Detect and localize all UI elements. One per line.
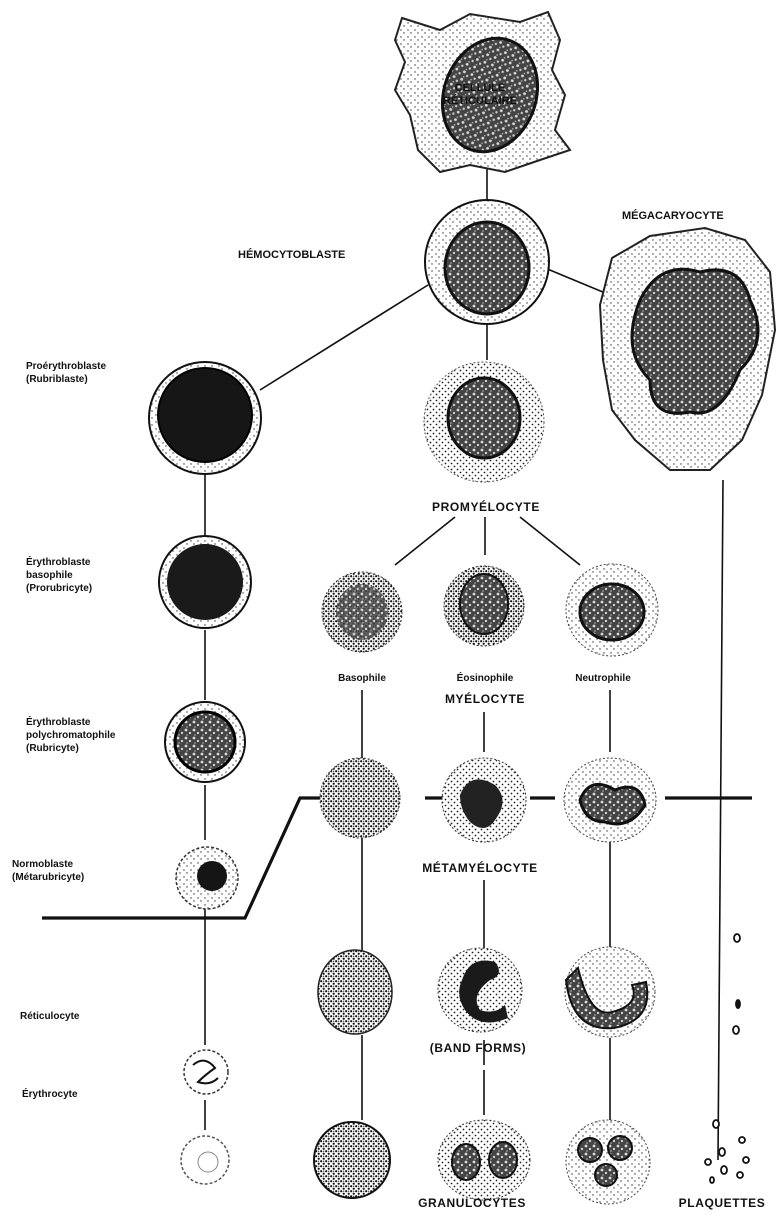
- eosinophil-granulocyte: [438, 1120, 530, 1200]
- neutrophil-granulocyte: [566, 1120, 650, 1204]
- label-erythroblaste-polychromatophile: Érythroblastepolychromatophile(Rubricyte…: [26, 716, 115, 755]
- label-metamyelocyte: MÉTAMYÉLOCYTE: [422, 862, 538, 875]
- label-line: (Rubricyte): [26, 742, 115, 755]
- basophil-myelocyte: [322, 572, 402, 652]
- label-promyelocyte: PROMYÉLOCYTE: [432, 501, 540, 514]
- label-hemocytoblaste: HÉMOCYTOBLASTE: [238, 249, 345, 262]
- label-plaquettes: PLAQUETTES: [679, 1197, 766, 1210]
- megakaryocyte: [600, 228, 775, 470]
- basophil-metamyelocyte: [320, 758, 400, 838]
- label-line: Érythroblaste: [26, 716, 115, 729]
- label-proerythroblaste: Proérythroblaste(Rubriblaste): [26, 360, 106, 386]
- eosinophil-band: [438, 948, 522, 1032]
- label-reticulocyte: Réticulocyte: [20, 1010, 79, 1023]
- platelets: [705, 934, 749, 1183]
- label-myelocyte: MYÉLOCYTE: [445, 693, 525, 706]
- label-band-forms: (BAND FORMS): [430, 1042, 527, 1055]
- promyelocyte-cell: [424, 362, 544, 482]
- normoblast: [176, 847, 238, 909]
- label-line: Proérythroblaste: [26, 360, 106, 373]
- label-granulocytes: GRANULOCYTES: [418, 1197, 526, 1210]
- basophil-granulocyte: [314, 1122, 390, 1198]
- eosinophil-myelocyte: [444, 566, 524, 646]
- label-line: RÉTICULAIRE: [443, 95, 517, 108]
- eosinophil-metamyelocyte: [442, 758, 526, 842]
- reticulocyte-cell: [184, 1050, 228, 1094]
- label-megacaryocyte: MÉGACARYOCYTE: [622, 210, 724, 223]
- label-basophile: Basophile: [338, 672, 386, 685]
- label-cellule-reticulaire: CELLULERÉTICULAIRE: [443, 82, 517, 108]
- neutrophil-band: [565, 947, 655, 1037]
- polychromatophilic-erythroblast: [165, 702, 245, 782]
- label-erythroblaste-basophile: Érythroblastebasophile(Prorubricyte): [26, 556, 92, 595]
- label-line: basophile: [26, 569, 92, 582]
- proerythroblast: [149, 362, 261, 474]
- basophil-band: [318, 950, 392, 1034]
- label-line: CELLULE: [443, 82, 517, 95]
- label-normoblaste: Normoblaste(Métarubricyte): [12, 858, 84, 884]
- label-line: Normoblaste: [12, 858, 84, 871]
- hemocytoblast: [425, 200, 549, 324]
- label-line: polychromatophile: [26, 729, 115, 742]
- label-erythrocyte: Érythrocyte: [22, 1088, 78, 1101]
- neutrophil-myelocyte: [566, 564, 658, 656]
- label-neutrophile: Neutrophile: [575, 672, 631, 685]
- label-line: (Prorubricyte): [26, 582, 92, 595]
- label-line: Érythroblaste: [26, 556, 92, 569]
- label-line: (Métarubricyte): [12, 871, 84, 884]
- basophilic-erythroblast: [159, 536, 251, 628]
- neutrophil-metamyelocyte: [564, 758, 656, 842]
- label-eosinophile: Éosinophile: [457, 672, 514, 685]
- label-line: (Rubriblaste): [26, 373, 106, 386]
- erythrocyte-cell: [181, 1136, 229, 1184]
